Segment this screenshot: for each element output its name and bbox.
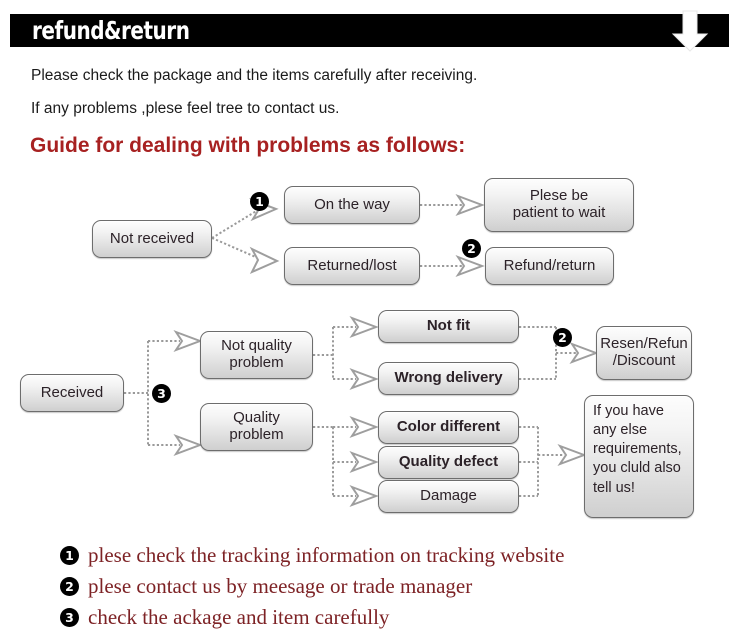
marker-2-refund-return: 2 <box>462 239 481 258</box>
note-number: 3 <box>60 608 79 627</box>
note-number: 2 <box>60 577 79 596</box>
list-item: 2 plese contact us by meesage or trade m… <box>60 571 720 602</box>
note-text: plese check the tracking information on … <box>88 543 565 567</box>
node-quality-problem[interactable]: Quality problem <box>200 403 313 451</box>
note-text: plese contact us by meesage or trade man… <box>88 574 473 598</box>
node-not-fit[interactable]: Not fit <box>378 310 519 343</box>
marker-1-on-the-way: 1 <box>250 192 269 211</box>
node-wrong-delivery[interactable]: Wrong delivery <box>378 362 519 395</box>
node-returned-lost[interactable]: Returned/lost <box>284 247 420 285</box>
list-item: 3 check the ackage and item carefully <box>60 602 720 632</box>
guide-heading: Guide for dealing with problems as follo… <box>30 134 466 157</box>
node-please-be-patient[interactable]: Plese be patient to wait <box>484 178 634 232</box>
note-text: check the ackage and item carefully <box>88 605 390 629</box>
node-resend-refund-discount[interactable]: Resen/Refun /Discount <box>596 326 692 380</box>
down-arrow-icon <box>671 10 709 52</box>
list-item: 1 plese check the tracking information o… <box>60 540 720 571</box>
node-quality-defect[interactable]: Quality defect <box>378 446 519 479</box>
node-not-quality-problem[interactable]: Not quality problem <box>200 331 313 379</box>
node-damage[interactable]: Damage <box>378 480 519 513</box>
node-if-you-have-requirements[interactable]: If you have any else requirements, you c… <box>584 395 694 518</box>
marker-3-received: 3 <box>152 384 171 403</box>
intro-line-1: Please check the package and the items c… <box>31 67 478 84</box>
notes-list: 1 plese check the tracking information o… <box>60 540 720 632</box>
page-title: refund&return <box>32 16 190 45</box>
node-on-the-way[interactable]: On the way <box>284 186 420 224</box>
marker-2-resend: 2 <box>553 328 572 347</box>
node-refund-return[interactable]: Refund/return <box>485 247 614 285</box>
note-number: 1 <box>60 546 79 565</box>
node-received[interactable]: Received <box>20 374 124 412</box>
intro-line-2: If any problems ,plese feel tree to cont… <box>31 100 340 117</box>
node-color-different[interactable]: Color different <box>378 411 519 444</box>
node-not-received[interactable]: Not received <box>92 220 212 258</box>
header-bar <box>10 14 729 47</box>
